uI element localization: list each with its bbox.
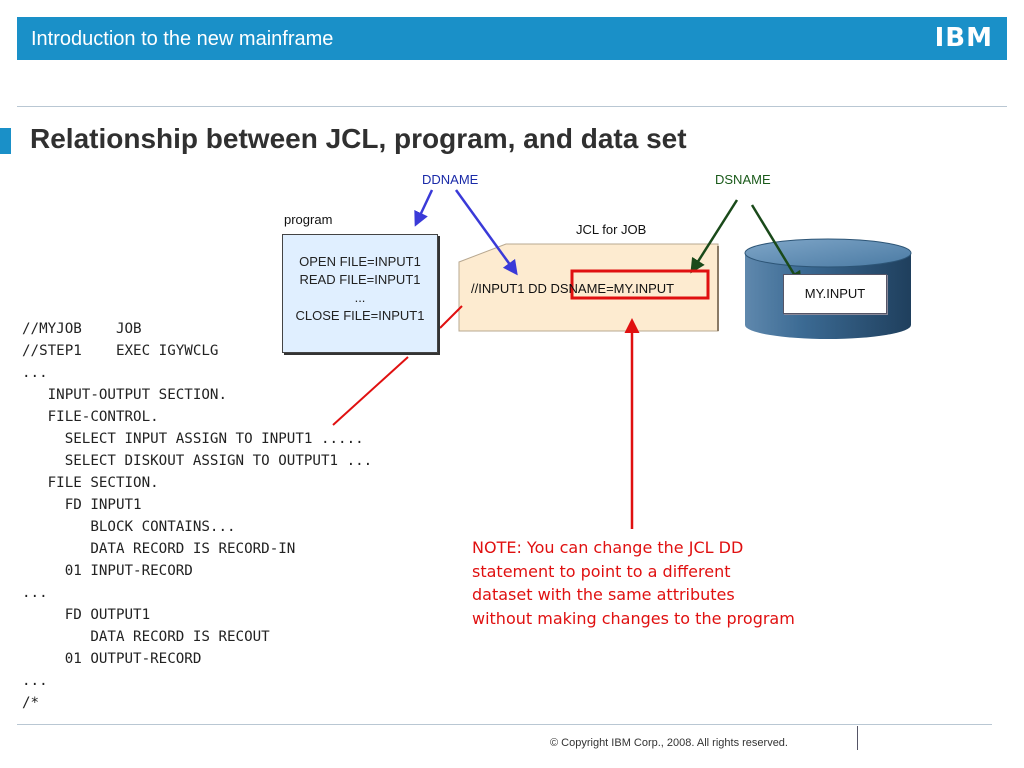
title-accent-bar [0, 128, 11, 154]
jcl-for-job-label: JCL for JOB [576, 222, 647, 237]
program-box: OPEN FILE=INPUT1 READ FILE=INPUT1 ... CL… [282, 234, 438, 353]
ibm-logo: IBM [935, 24, 993, 52]
program-label: program [284, 212, 333, 227]
dsname-label: DSNAME [715, 172, 771, 187]
cobol-jcl-listing: //MYJOB JOB //STEP1 EXEC IGYWCLG ... INP… [22, 321, 373, 711]
ddname-arrow-to-program [414, 189, 434, 227]
listing-to-program-line [332, 356, 409, 426]
dsname-highlight-box [570, 269, 710, 300]
footer-divider [17, 724, 992, 725]
program-line-read: READ FILE=INPUT1 [299, 272, 421, 287]
note-text: NOTE: You can change the JCL DD statemen… [472, 538, 795, 628]
footer-vertical-divider [857, 726, 858, 750]
title-divider [17, 106, 1007, 107]
jcl-card-shape [458, 243, 719, 332]
presentation-title: Introduction to the new mainframe [31, 28, 334, 50]
program-line-close: CLOSE FILE=INPUT1 [295, 308, 425, 323]
program-to-jcl-line [439, 305, 463, 329]
program-line-ellipsis: ... [354, 290, 366, 305]
ddname-label: DDNAME [422, 172, 479, 187]
ibm-logo-text: IBM [934, 23, 993, 53]
dsname-arrow-to-dataset [750, 204, 802, 287]
ddname-arrow-to-jcl [454, 189, 518, 276]
jcl-dd-statement: //INPUT1 DD DSNAME=MY.INPUT [471, 281, 675, 296]
dataset-name-label: MY.INPUT [783, 274, 887, 314]
copyright-text: © Copyright IBM Corp., 2008. All rights … [550, 737, 788, 749]
slide-title: Relationship between JCL, program, and d… [30, 123, 687, 154]
program-line-open: OPEN FILE=INPUT1 [299, 254, 421, 269]
dsname-arrow-to-jcl [690, 199, 739, 274]
header-bar: Introduction to the new mainframe IBM [17, 17, 1007, 60]
